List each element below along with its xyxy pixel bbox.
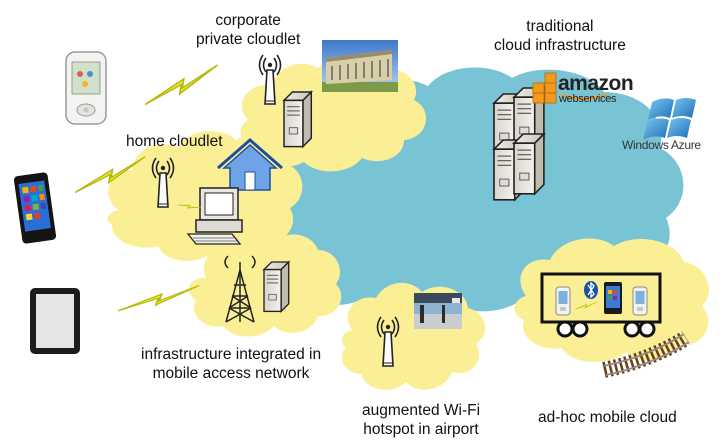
train-car-icon [540, 272, 662, 338]
amazon-smile-icon [561, 93, 607, 101]
adhoc-mobile-cloud-label: ad-hoc mobile cloud [538, 408, 677, 427]
airport-label-line-1: augmented Wi-Fi [362, 402, 481, 419]
black-smartphone-icon [13, 172, 57, 244]
desktop-computer-icon [186, 187, 243, 245]
amazon-web-services-logo: amazon webservices [528, 70, 638, 112]
windows-azure-flag-icon [643, 98, 696, 140]
corporate-building-photo [322, 40, 398, 92]
home-cloudlet-label: home cloudlet [126, 132, 223, 151]
house-icon [217, 138, 283, 191]
infrastructure-label-line-1: infrastructure integrated in [141, 346, 322, 363]
traditional-label-line-1: traditional [526, 18, 594, 35]
traditional-label-line-2: cloud infrastructure [494, 37, 626, 54]
airport-hotspot-label: augmented Wi-Fi hotspot in airport [362, 401, 480, 439]
corporate-label-line-2: private cloudlet [196, 31, 301, 48]
cell-tower-icon [224, 255, 256, 323]
train-phone-right-icon [632, 286, 648, 316]
train-phone-left-icon [555, 286, 571, 316]
airport-photo [414, 293, 462, 329]
white-smartphone-icon [65, 51, 107, 125]
traditional-cloud-label: traditional cloud infrastructure [494, 17, 626, 55]
tablet-icon [30, 288, 80, 354]
home-label-line-1: home cloudlet [126, 133, 223, 150]
airport-cloudlet-cloud [341, 282, 486, 390]
bluetooth-icon [584, 281, 598, 299]
lightning-icon-corporate [137, 64, 226, 106]
train-phone-black-icon [604, 282, 622, 314]
corporate-cloudlet-label: corporate private cloudlet [196, 11, 300, 49]
corporate-server-icon [283, 91, 313, 148]
corporate-label-line-1: corporate [215, 12, 281, 29]
windows-azure-wordmark: Windows Azure [622, 138, 701, 152]
amazon-cubes-icon [532, 72, 557, 104]
infrastructure-server-icon [263, 261, 290, 313]
infrastructure-label-line-2: mobile access network [152, 365, 310, 382]
amazon-wordmark: amazon [558, 72, 634, 95]
infrastructure-label: infrastructure integrated in mobile acce… [141, 345, 321, 383]
train-track-icon [602, 331, 691, 378]
adhoc-label-line-1: ad-hoc mobile cloud [538, 409, 677, 426]
airport-label-line-2: hotspot in airport [363, 421, 479, 438]
amazon-webservices-wordmark: webservices [559, 93, 617, 105]
lightning-icon-infrastructure [112, 284, 205, 312]
